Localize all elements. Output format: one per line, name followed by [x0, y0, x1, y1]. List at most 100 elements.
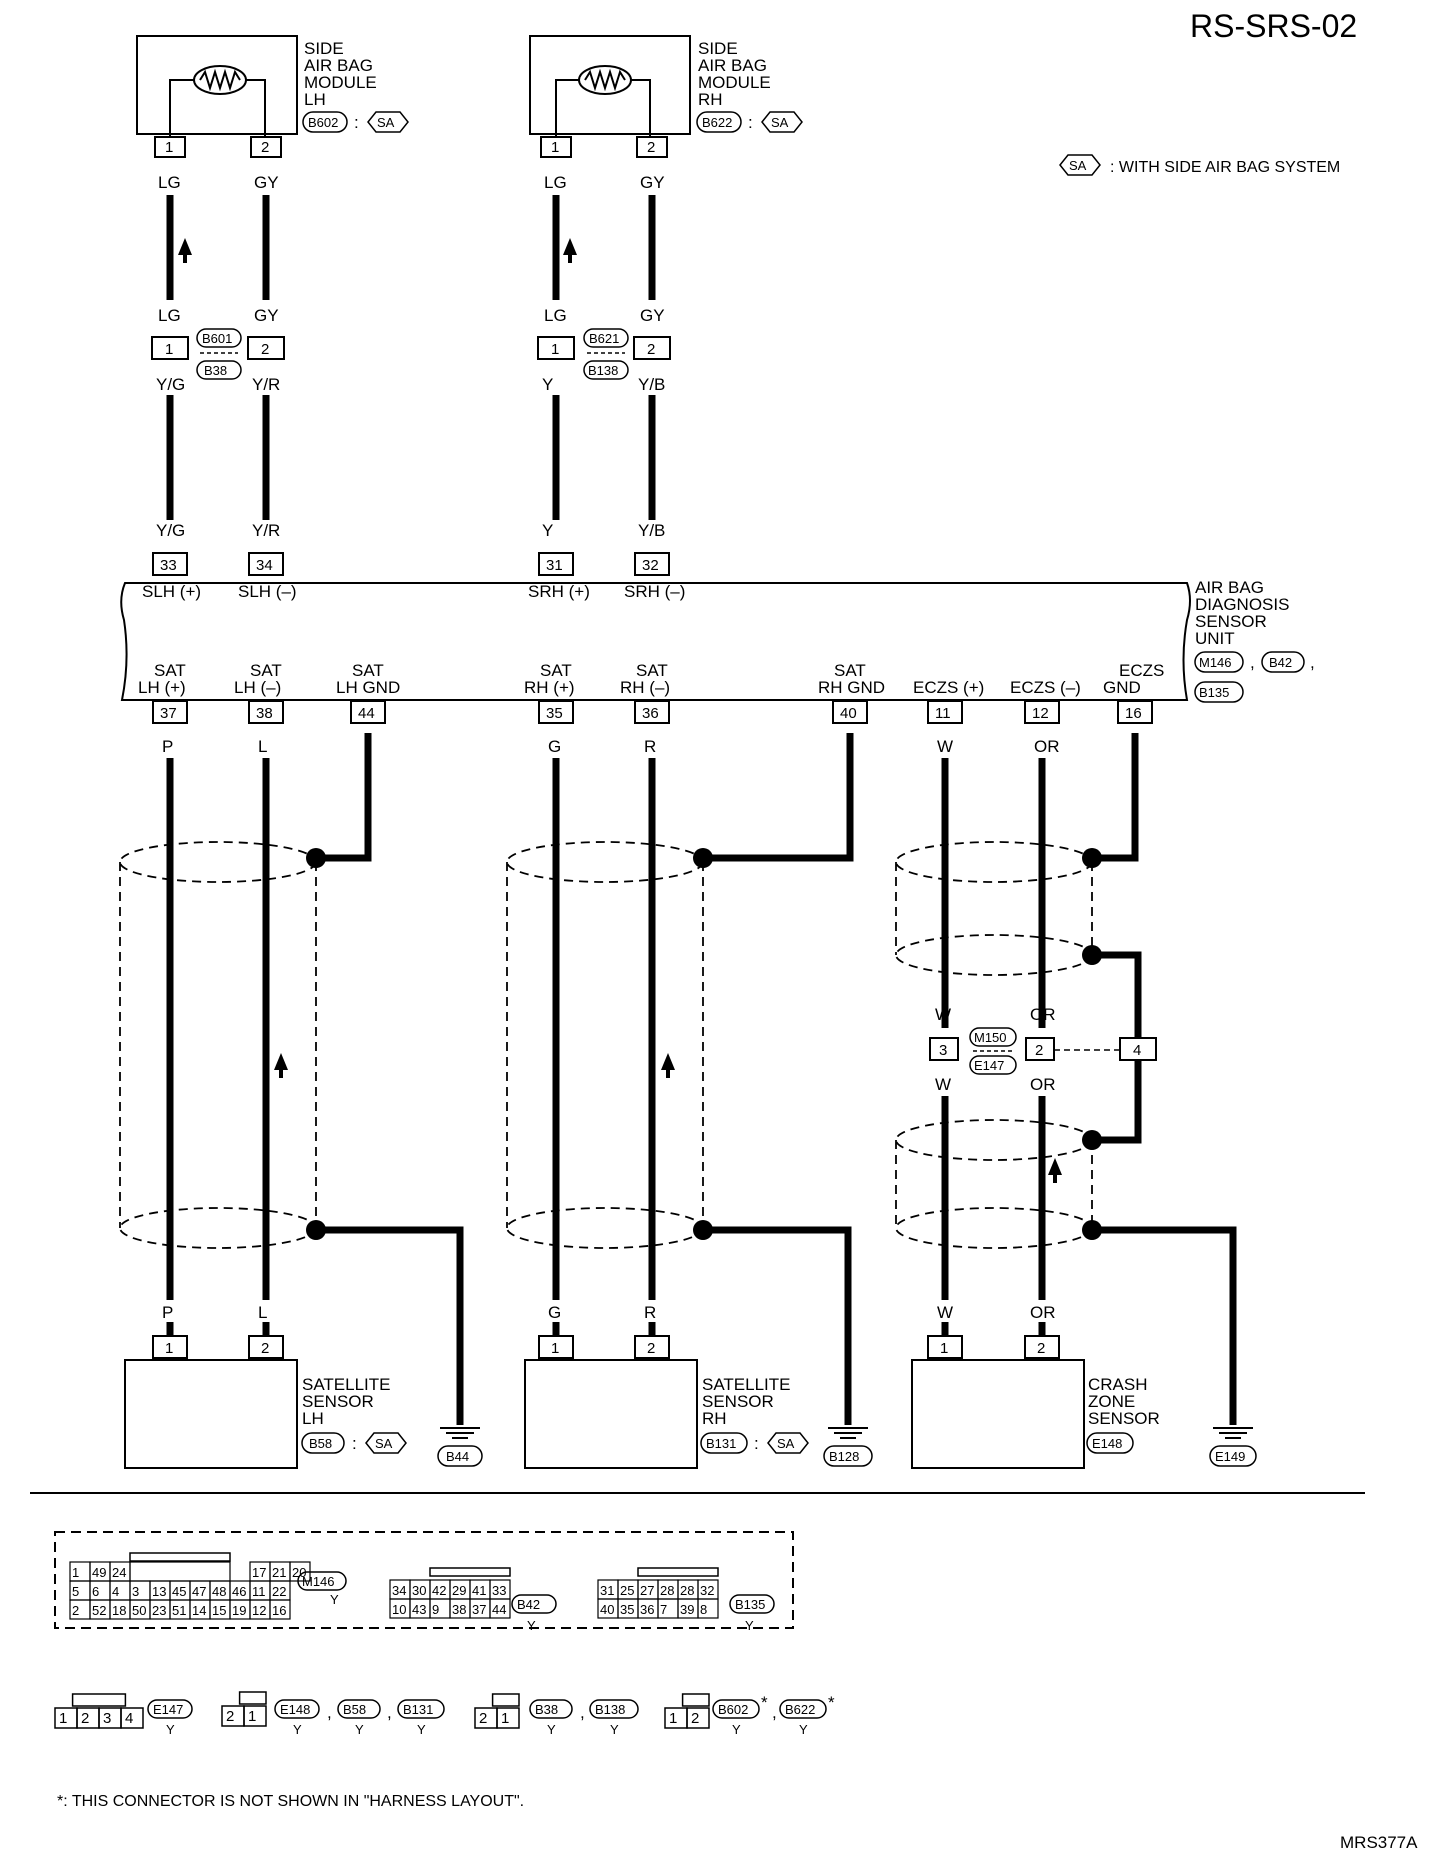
pin-box	[540, 136, 572, 158]
module-label-line: AIR BAG	[304, 56, 373, 75]
option-code-badge	[761, 111, 803, 133]
pin-number: 1	[165, 341, 173, 358]
ground-e149: E149	[1209, 1427, 1257, 1467]
separator: :	[352, 1434, 357, 1453]
signal-label: ECZS	[1119, 661, 1164, 680]
pin-number: 11	[252, 1584, 266, 1599]
pin-number: 14	[192, 1603, 206, 1618]
pin-box	[634, 1335, 670, 1359]
pin-number: 25	[620, 1583, 634, 1598]
unit-label-line: AIR BAG	[1195, 578, 1264, 597]
signal-label: SAT	[636, 661, 668, 680]
pin-number: 1	[165, 139, 173, 156]
module-label-line: SIDE	[698, 39, 738, 58]
connector-code: B42	[1269, 655, 1292, 670]
pin-number: 2	[479, 1710, 487, 1727]
option-code: SA	[375, 1436, 393, 1451]
connector-code: B138	[588, 363, 618, 378]
signal-label: SRH (–)	[624, 582, 685, 601]
wire-color: GY	[254, 306, 279, 325]
connector-code-badge	[302, 111, 348, 133]
wire-color: W	[937, 737, 953, 756]
side-airbag-module-rh: SIDE AIR BAG MODULE RH B622 : SA	[529, 35, 803, 140]
arrow-up-icon	[563, 238, 577, 255]
pin-box	[538, 700, 574, 724]
signal-label: SAT	[154, 661, 186, 680]
arrow-up-icon	[178, 238, 192, 255]
option-code: SA	[771, 115, 789, 130]
pin-number: 31	[600, 1583, 614, 1598]
option-code-badge	[367, 111, 409, 133]
arrow-up-icon	[274, 1053, 288, 1070]
pin-number: 21	[272, 1565, 286, 1580]
wire-color-code: Y	[527, 1618, 536, 1633]
wire-color: Y/B	[638, 521, 665, 540]
pin-number: 12	[1032, 705, 1049, 722]
wire-color: R	[644, 737, 656, 756]
wire-color: W	[935, 1075, 951, 1094]
wire-color: GY	[640, 173, 665, 192]
pin-box	[350, 700, 386, 724]
pin-number: 37	[160, 705, 177, 722]
connector-code: B602	[308, 115, 338, 130]
pin-number: 32	[642, 557, 659, 574]
pin-number: 4	[1133, 1042, 1141, 1059]
pin-number: 35	[620, 1602, 634, 1617]
cavity	[697, 1598, 719, 1619]
option-code-badge	[1059, 154, 1101, 176]
wire-color: Y/R	[252, 521, 280, 540]
air-bag-diagnosis-sensor-unit: AIR BAG DIAGNOSIS SENSOR UNIT M146 , B42…	[120, 578, 1315, 703]
signal-label: LH (–)	[234, 678, 281, 697]
shield-junction-dots	[306, 848, 1102, 1240]
ground-b44: B44	[437, 1427, 483, 1467]
wire-color-code: Y	[330, 1592, 339, 1607]
unit-label-line: SENSOR	[1195, 612, 1267, 631]
signal-label: SAT	[540, 661, 572, 680]
pin-number: 45	[172, 1584, 186, 1599]
wire-color: L	[258, 1303, 267, 1322]
pin-number: 5	[72, 1584, 79, 1599]
pin-box	[151, 336, 189, 360]
wire-color: Y/G	[156, 375, 185, 394]
wire-color-code: Y	[293, 1722, 302, 1737]
figure-code: MRS377A	[1340, 1833, 1418, 1852]
legend-code: SA	[1069, 158, 1087, 173]
wire-color: OR	[1030, 1075, 1056, 1094]
signal-label: LH (+)	[138, 678, 186, 697]
pin-number: 8	[700, 1602, 707, 1617]
wire-color-code: Y	[799, 1722, 808, 1737]
connector-code: B131	[403, 1702, 433, 1717]
connector-code: M146	[302, 1574, 335, 1589]
connector-code: B131	[706, 1436, 736, 1451]
pin-box	[248, 1335, 284, 1359]
separator: :	[748, 113, 753, 132]
wire-color: W	[935, 1005, 951, 1024]
wire-color: LG	[158, 173, 181, 192]
separator: :	[754, 1434, 759, 1453]
pin-number: 33	[492, 1583, 506, 1598]
pin-number: 44	[492, 1602, 506, 1617]
connector-code: M146	[1199, 655, 1232, 670]
connector-code: B601	[202, 331, 232, 346]
pin-box	[537, 336, 575, 360]
inline-connector-m150: W OR 3 2 4 M150 E147 W OR	[929, 1005, 1157, 1094]
wire-color-code: Y	[417, 1722, 426, 1737]
pin-number: 24	[112, 1565, 126, 1580]
pin-number: 11	[935, 705, 951, 722]
pin-number: 19	[232, 1603, 246, 1618]
connector-code: E147	[974, 1058, 1004, 1073]
pin-number: 4	[112, 1584, 119, 1599]
ground-b128: B128	[823, 1427, 873, 1467]
